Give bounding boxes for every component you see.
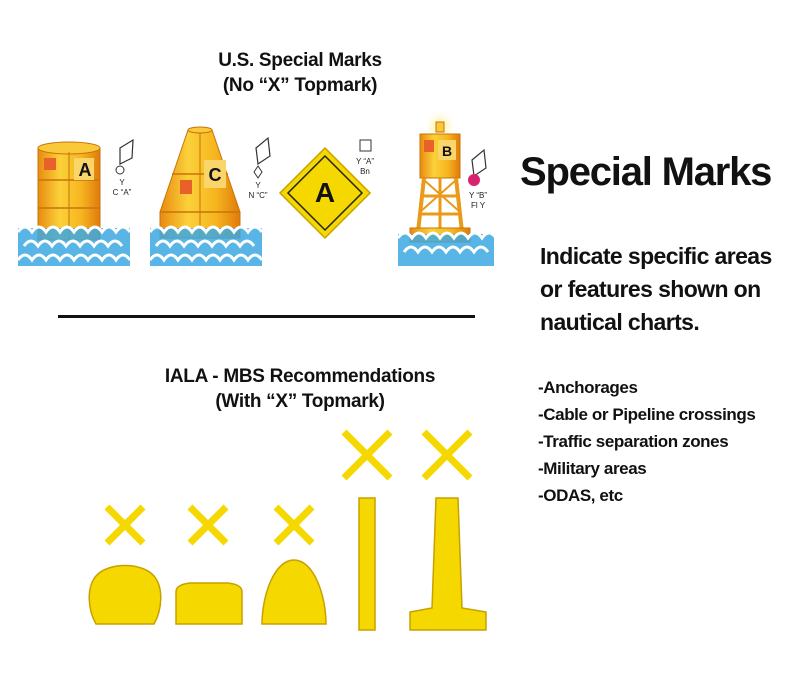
example-item: -Military areas <box>538 459 647 478</box>
x-topmark-icon <box>341 429 393 481</box>
pillow-buoy-icon <box>175 582 243 625</box>
examples-list: -Anchorages -Cable or Pipeline crossings… <box>538 374 800 509</box>
description: Indicate specific areas or features show… <box>540 240 795 339</box>
buoy-letter: A <box>79 160 92 180</box>
example-item: -Cable or Pipeline crossings <box>538 405 756 424</box>
page-title: Special Marks <box>520 150 772 194</box>
spar-buoy-icon <box>358 497 376 631</box>
chart-label-bottom: C “A” <box>113 188 132 197</box>
water-waves-icon <box>16 225 132 266</box>
chart-symbol-icon: Y “B” Fl Y <box>468 148 487 210</box>
x-topmark-icon <box>104 504 146 546</box>
daybeacon-icon: A <box>278 146 372 240</box>
water-waves-icon <box>396 231 498 266</box>
example-item: -ODAS, etc <box>538 486 623 505</box>
iala-title: IALA - MBS Recommendations (With “X” Top… <box>130 364 470 414</box>
example-item: -Traffic separation zones <box>538 432 729 451</box>
lighted-buoy-icon: B <box>409 112 471 243</box>
nun-buoy-icon: C <box>159 126 241 239</box>
description-line2: or features shown on <box>540 276 761 302</box>
iala-marks-illustration <box>88 429 487 631</box>
x-topmark-icon <box>187 504 229 546</box>
us-marks-title: U.S. Special Marks (No “X” Topmark) <box>160 48 440 98</box>
buoy-letter: B <box>442 143 452 159</box>
chart-label-bottom: Fl Y <box>471 201 486 210</box>
example-item: -Anchorages <box>538 378 638 397</box>
chart-label-top: Y “B” <box>469 191 487 200</box>
buoy-letter: C <box>209 165 222 185</box>
x-topmark-icon <box>273 504 315 546</box>
spherical-buoy-icon <box>88 564 162 625</box>
x-topmark-icon <box>421 429 473 481</box>
description-line3: nautical charts. <box>540 309 700 335</box>
chart-symbol-icon: Y C “A” <box>113 138 134 197</box>
us-marks-title-line2: (No “X” Topmark) <box>222 75 378 96</box>
description-line1: Indicate specific areas <box>540 243 772 269</box>
chart-label-top: Y <box>119 178 125 187</box>
section-divider <box>58 315 475 318</box>
iala-title-line1: IALA - MBS Recommendations <box>164 366 436 387</box>
water-waves-icon <box>148 225 264 266</box>
chart-label-bottom: Bn <box>360 167 370 176</box>
chart-label-bottom: N “C” <box>248 191 267 200</box>
chart-symbol-icon: Y “A” Bn <box>356 139 374 176</box>
iala-title-line2: (With “X” Topmark) <box>215 391 385 412</box>
pillar-buoy-icon <box>409 497 487 631</box>
chart-symbol-icon: Y N “C” <box>248 136 271 200</box>
conical-buoy-icon <box>261 559 327 625</box>
daybeacon-letter: A <box>315 177 335 208</box>
chart-label-top: Y “A” <box>356 157 374 166</box>
can-buoy-icon: A <box>37 141 101 241</box>
chart-label-top: Y <box>255 181 261 190</box>
us-marks-title-line1: U.S. Special Marks <box>218 50 382 71</box>
us-marks-illustration: A Y C “A” C Y N “C” A <box>16 112 498 266</box>
